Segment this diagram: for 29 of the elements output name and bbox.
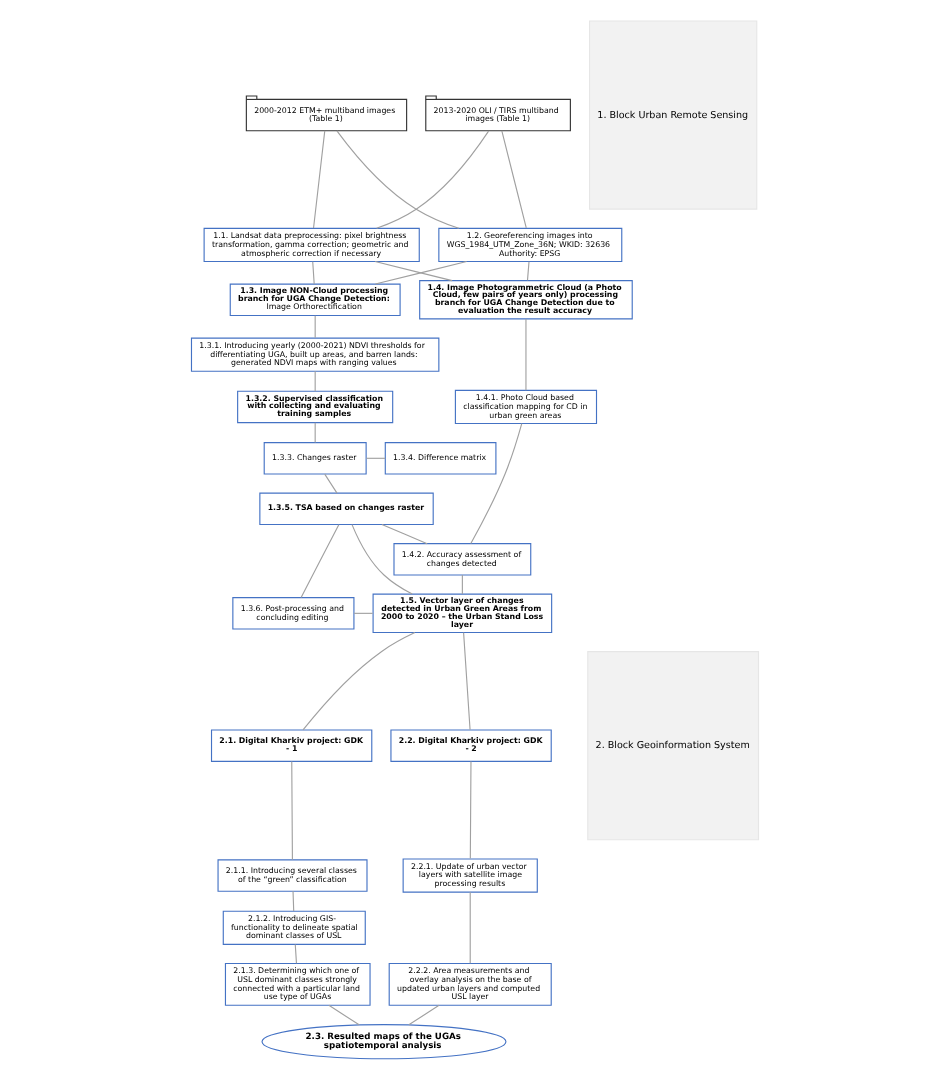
connector (313, 315, 315, 339)
connector (375, 130, 489, 229)
connector (290, 760, 292, 861)
connector (335, 130, 459, 229)
connector (323, 473, 337, 494)
connector (299, 524, 339, 599)
connector (468, 891, 470, 964)
connector (311, 130, 325, 229)
connector (500, 130, 526, 229)
connector (407, 1004, 439, 1026)
connector (313, 370, 315, 392)
connector (327, 1004, 359, 1026)
connector (468, 760, 471, 860)
connector (311, 261, 314, 285)
connector (350, 524, 412, 595)
connector (380, 524, 427, 545)
connector (313, 422, 315, 444)
connector (373, 260, 467, 285)
connector (373, 260, 452, 282)
connector (291, 890, 294, 912)
connector (364, 457, 385, 459)
connector (301, 632, 415, 731)
connector (524, 318, 526, 391)
connector (462, 632, 470, 731)
connector (469, 423, 522, 545)
connector (352, 612, 373, 614)
connector (460, 574, 462, 595)
connector (525, 261, 529, 281)
connector (293, 943, 297, 964)
